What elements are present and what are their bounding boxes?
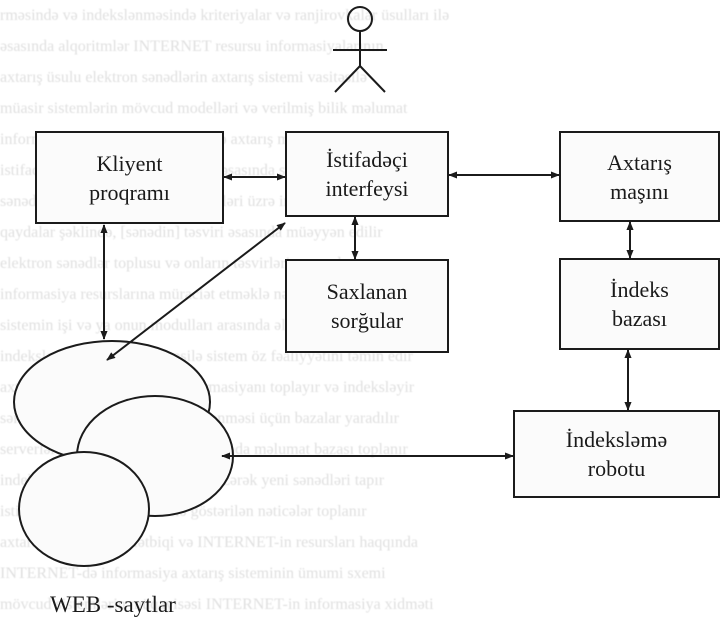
search-engine-label: Axtarış maşını	[607, 149, 672, 204]
web-sites-circles-icon	[13, 340, 234, 567]
arrow-interface-web	[106, 222, 286, 361]
client-program-box: Kliyent proqramı	[35, 131, 224, 224]
indexing-robot-box: İndeksləmə robotu	[513, 410, 720, 498]
user-interface-box: İstifadəçi interfeysi	[285, 131, 449, 217]
search-engine-box: Axtarış maşını	[559, 131, 720, 222]
web-sites-label: WEB -saytlar	[50, 592, 176, 617]
saved-queries-box: Saxlanan sorğular	[285, 259, 449, 353]
client-program-label: Kliyent proqramı	[89, 150, 170, 205]
saved-queries-label: Saxlanan sorğular	[326, 279, 408, 333]
indexing-robot-label: İndeksləmə robotu	[565, 427, 668, 481]
user-stick-figure-icon	[333, 6, 387, 93]
index-database-box: İndeks bazası	[559, 258, 720, 350]
index-database-label: İndeks bazası	[610, 277, 669, 331]
user-interface-label: İstifadəçi interfeysi	[325, 147, 409, 201]
web-site-ellipse-3	[18, 451, 150, 567]
